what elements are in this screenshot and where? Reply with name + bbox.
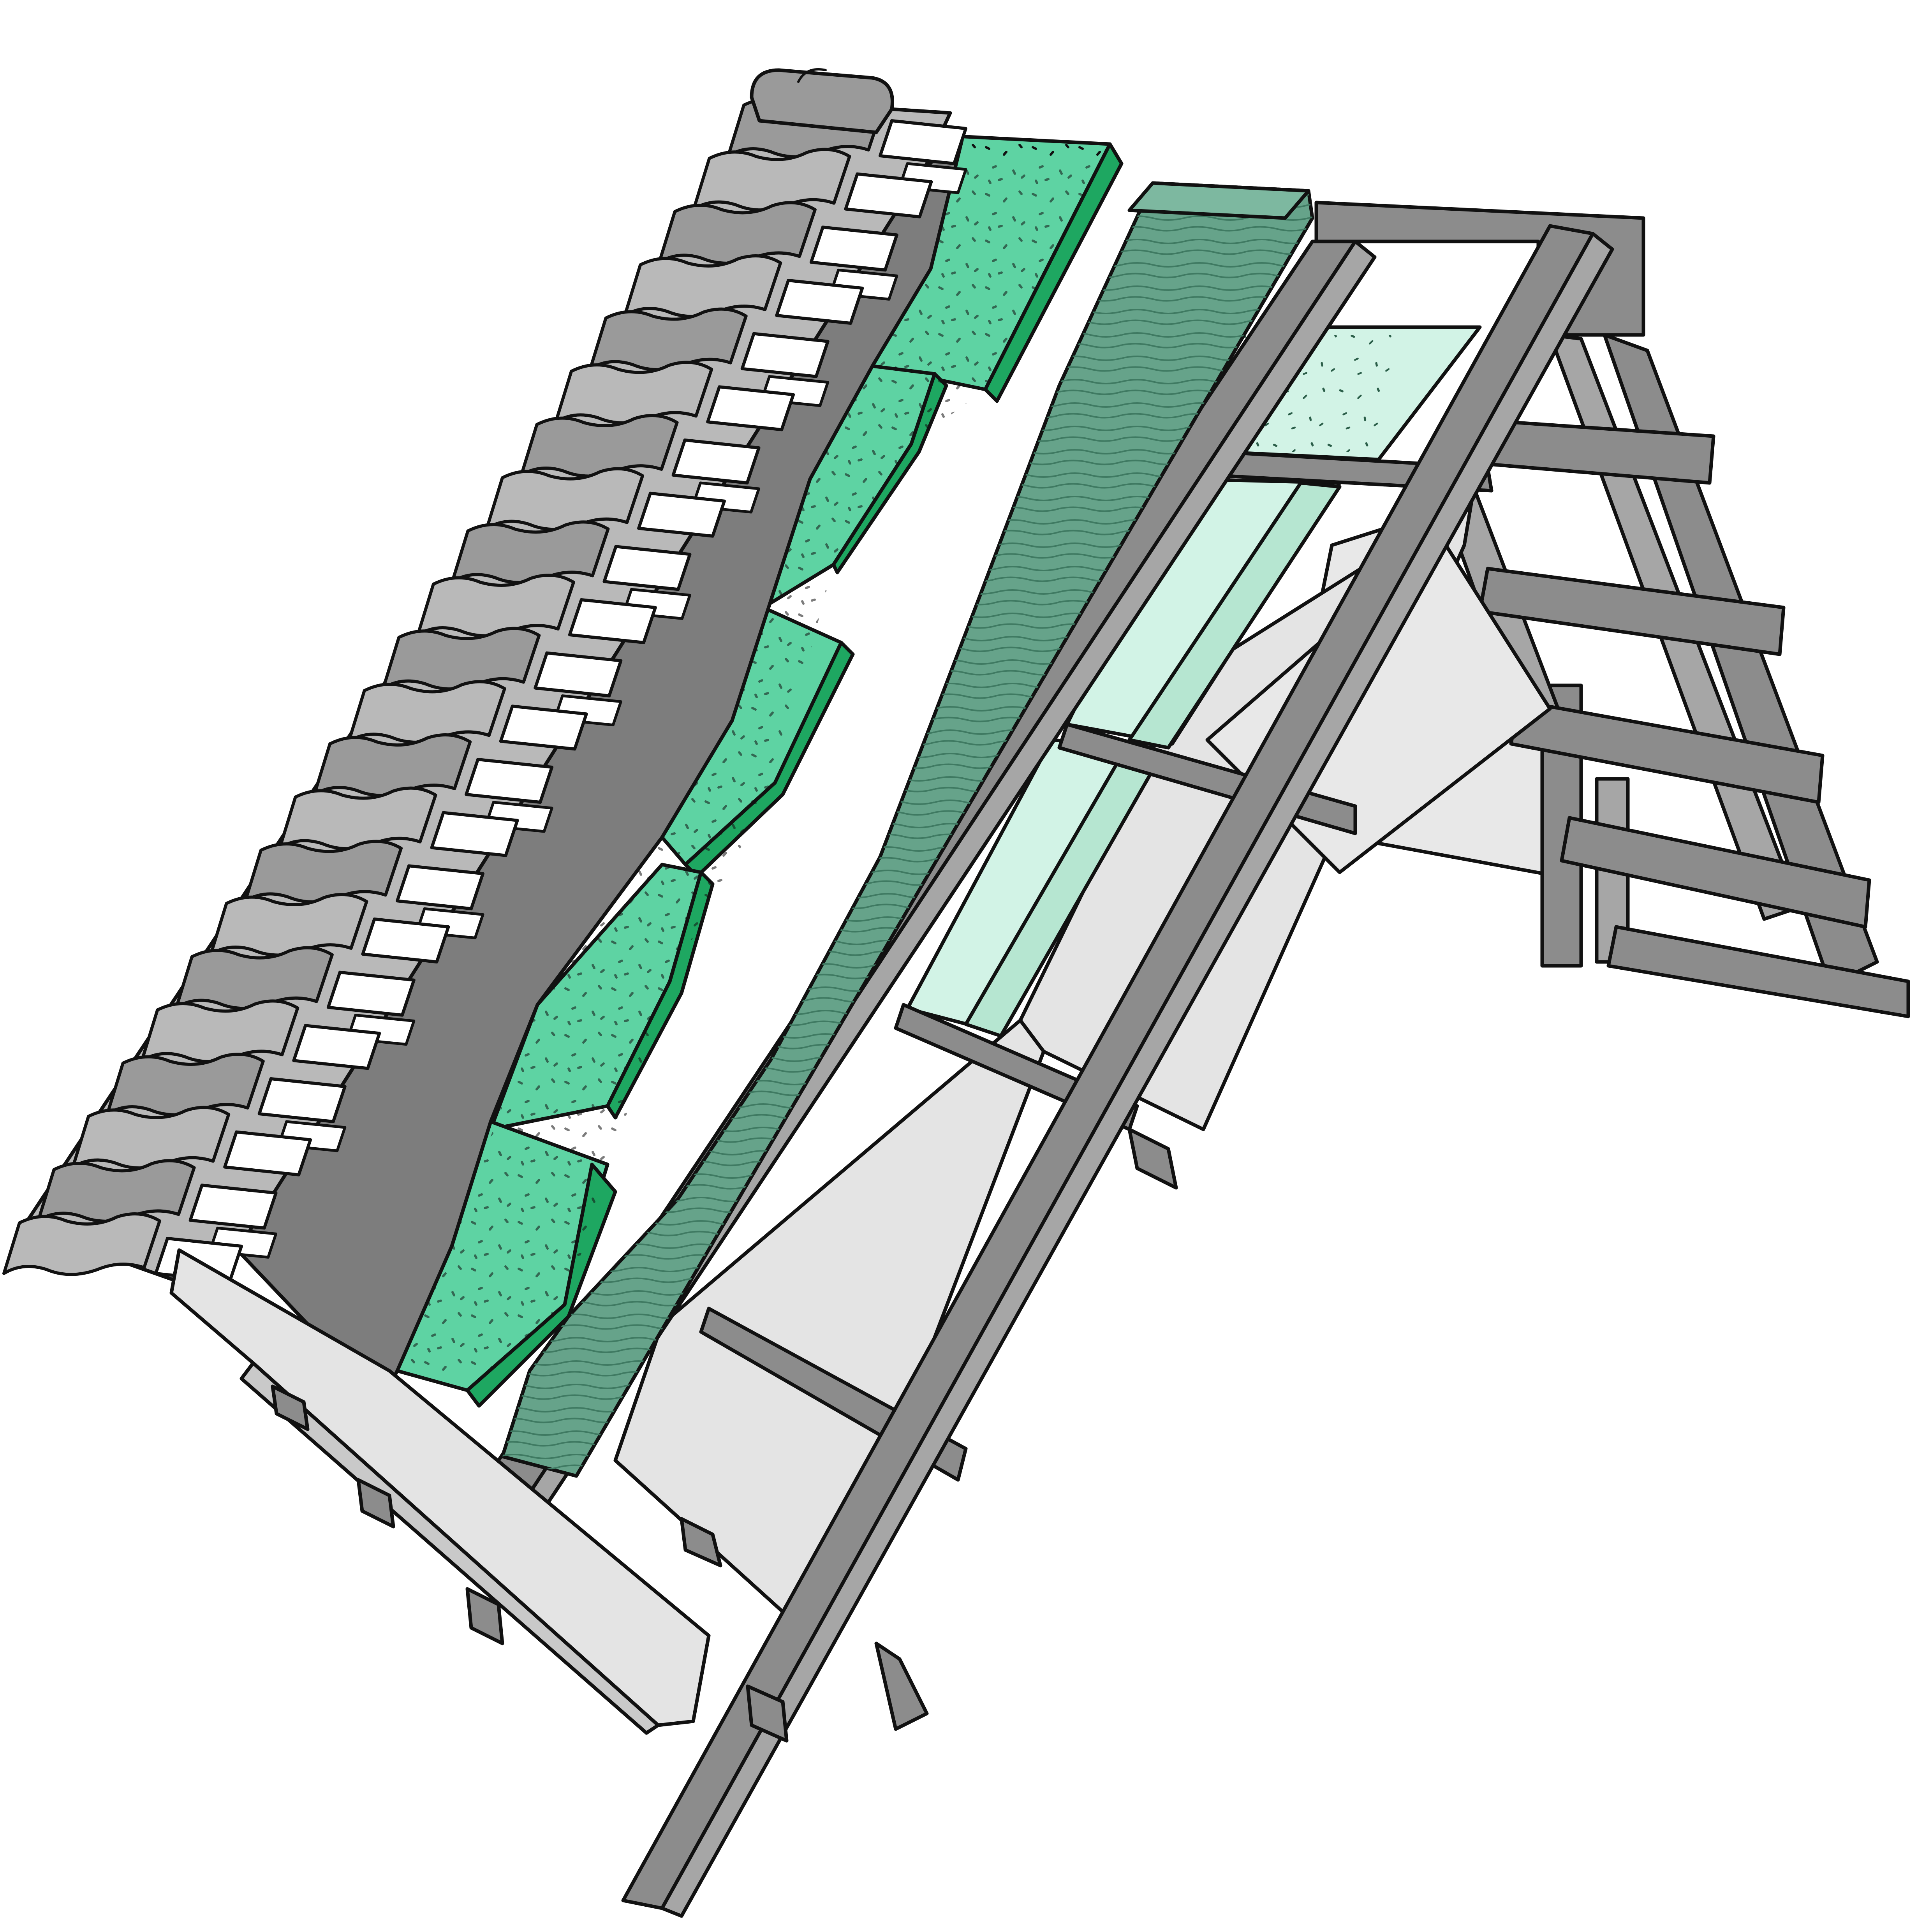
tile-course	[313, 733, 472, 797]
tile-lap	[706, 385, 795, 431]
tile-lap	[188, 1184, 278, 1230]
tile-course	[657, 201, 817, 265]
tile-course	[174, 946, 334, 1010]
tile-lap	[775, 279, 864, 325]
tile-course	[106, 1053, 265, 1117]
rafter-tail-3	[680, 1517, 722, 1567]
tile-course	[623, 254, 782, 318]
tile-lap	[223, 1130, 312, 1176]
tile-course	[588, 307, 748, 372]
roof-tiles	[2, 68, 967, 1295]
fascia-bottom-face	[240, 1361, 660, 1735]
fascia-board	[169, 1248, 711, 1727]
tile-lap	[879, 119, 967, 165]
tile-course	[347, 680, 506, 744]
tile-lap	[361, 918, 450, 963]
tile-course	[382, 627, 541, 691]
infill-panel-2-edge	[1127, 481, 1342, 750]
tile-course	[692, 148, 851, 212]
tile-course	[451, 520, 610, 584]
tile-lap	[396, 864, 484, 911]
tile-lap	[534, 651, 623, 697]
tile-lap	[326, 970, 416, 1017]
tile-lap	[740, 332, 830, 378]
tile-course	[416, 574, 575, 638]
tile-course	[244, 840, 403, 903]
rafter-tail-2	[1127, 1127, 1178, 1190]
ridge-tile	[750, 68, 894, 134]
tile-course	[140, 999, 299, 1063]
fascia-tail-4	[746, 1684, 789, 1743]
eaves-fascia	[169, 1248, 789, 1743]
tile-lap	[671, 439, 761, 484]
tile-lap	[430, 811, 519, 857]
wood-fibre-top-face	[1127, 181, 1310, 220]
tile-lap	[568, 598, 657, 644]
tile-course	[2, 1212, 161, 1276]
tile-rows	[2, 95, 886, 1276]
tile-course	[520, 414, 679, 478]
tile-course	[37, 1159, 196, 1223]
fascia-tail-2	[356, 1478, 395, 1529]
tile-course	[209, 893, 368, 957]
tile-lap	[499, 704, 588, 751]
rafter-tail-1	[874, 1641, 929, 1731]
tile-course	[554, 361, 713, 424]
tile-course	[485, 467, 644, 531]
rafter-2-face	[660, 232, 1614, 1918]
purlin-2	[1478, 567, 1786, 656]
tile-lap	[844, 172, 933, 218]
tile-lap	[465, 758, 554, 804]
purlins	[1478, 419, 1910, 1018]
tile-course	[71, 1106, 231, 1170]
tile-lap	[292, 1024, 381, 1070]
tile-lap	[602, 545, 692, 591]
tile-lap	[637, 491, 726, 538]
wood-fibre-grain	[502, 183, 1312, 1476]
fascia-tail-1	[271, 1384, 310, 1431]
purlin-5	[1606, 925, 1910, 1018]
tile-course	[278, 786, 437, 851]
tile-lap	[809, 225, 898, 272]
tile-lap	[257, 1077, 347, 1123]
purlin-4	[1560, 816, 1871, 929]
fascia-tail-3	[465, 1587, 504, 1645]
